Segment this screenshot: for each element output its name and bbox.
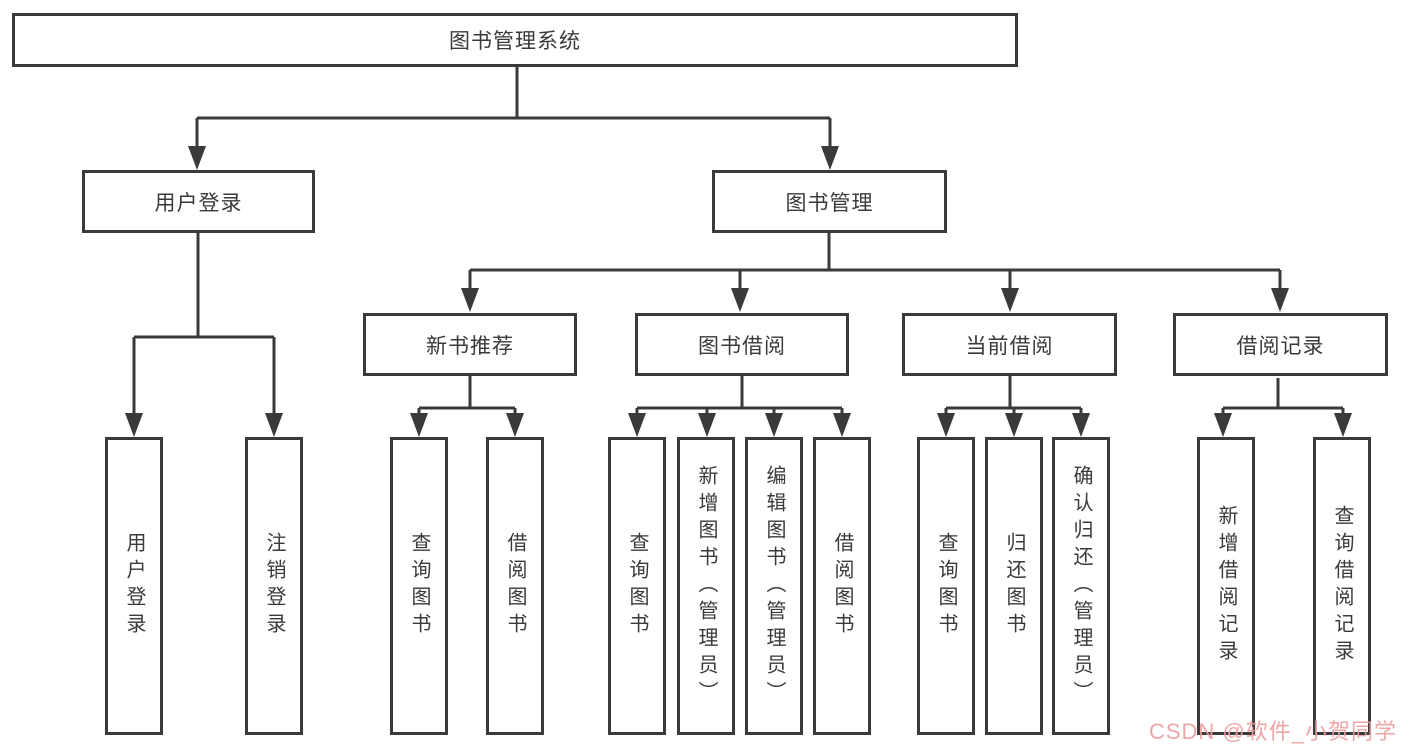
leaf-user-login: 用户登录 [105,437,163,735]
leaf-query-books-borrowing: 查询图书 [608,437,666,735]
node-borrowing-records: 借阅记录 [1173,313,1388,376]
arrowheads [125,146,1352,437]
arrowhead [833,413,851,437]
leaf-return-book: 归还图书 [985,437,1043,735]
arrowhead [937,413,955,437]
connector-bookmgmt-to-sections [468,233,1282,290]
arrowhead [821,146,839,170]
arrowhead [731,288,749,312]
arrowhead [765,413,783,437]
node-new-book-recommend: 新书推荐 [363,313,577,376]
node-current-borrowing: 当前借阅 [902,313,1117,376]
arrowhead [265,413,283,437]
arrowhead [188,146,206,170]
connector-newbook-to-leaves [417,376,517,415]
leaf-query-books-recommend: 查询图书 [390,437,448,735]
connector-userlogin-to-leaves [132,233,276,415]
node-book-management: 图书管理 [712,170,947,233]
leaf-edit-book-admin: 编辑图书（管理员） [745,437,803,735]
arrowhead [1072,413,1090,437]
node-user-login: 用户登录 [82,170,315,233]
connector-records-to-leaves [1221,378,1345,415]
connector-currentborrow-to-leaves [944,376,1083,415]
leaf-logout: 注销登录 [245,437,303,735]
arrowhead [410,413,428,437]
arrowhead [1334,413,1352,437]
leaf-confirm-return-admin: 确认归还（管理员） [1052,437,1110,735]
arrowhead [628,413,646,437]
arrowhead [1005,413,1023,437]
arrowhead [125,413,143,437]
leaf-borrow-books-recommend: 借阅图书 [486,437,544,735]
leaf-borrow-books-borrowing: 借阅图书 [813,437,871,735]
leaf-add-book-admin: 新增图书（管理员） [677,437,735,735]
arrowhead [1001,288,1019,312]
connector-bookborrow-to-leaves [635,376,844,415]
leaf-query-borrow-record: 查询借阅记录 [1313,437,1371,735]
arrowhead [1214,413,1232,437]
node-book-borrowing: 图书借阅 [635,313,849,376]
arrowhead [506,413,524,437]
arrowhead [1271,288,1289,312]
csdn-watermark: CSDN @软件_小贺同学 [1148,719,1397,744]
leaf-add-borrow-record: 新增借阅记录 [1197,437,1255,735]
leaf-query-books-current: 查询图书 [917,437,975,735]
connector-root-to-level2 [195,67,832,148]
node-root-library-system: 图书管理系统 [12,13,1018,67]
arrowhead [461,288,479,312]
arrowhead [698,413,716,437]
